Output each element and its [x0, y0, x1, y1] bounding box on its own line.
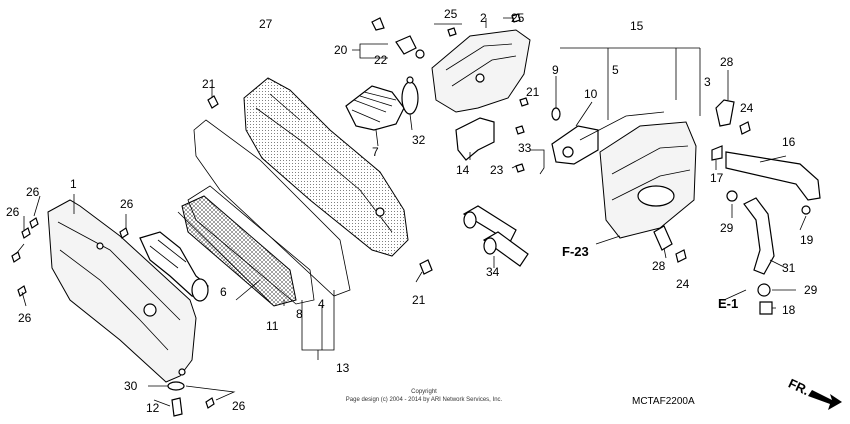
front-arrow-icon: FR. [786, 376, 842, 410]
part-19-clip[interactable] [801, 205, 811, 215]
callout-26[interactable]: 26 [18, 311, 32, 325]
screw-icon [11, 13, 751, 409]
callout-31[interactable]: 31 [782, 261, 796, 275]
callout-26[interactable]: 26 [6, 205, 20, 219]
callout-11[interactable]: 11 [266, 319, 279, 333]
part-6-funnel[interactable] [139, 231, 209, 302]
callout-27[interactable]: 27 [259, 17, 273, 31]
part-17-clip[interactable] [711, 145, 723, 161]
diagram-code: MCTAF2200A [632, 396, 695, 407]
copyright-line-2: Page design (c) 2004 - 2014 by ARI Netwo… [346, 397, 503, 403]
part-18-bolt[interactable] [759, 301, 773, 315]
callout-25[interactable]: 25 [511, 11, 525, 25]
part-14-stay[interactable] [455, 117, 495, 161]
part-29-clamp-b[interactable] [757, 283, 771, 297]
callout-21[interactable]: 21 [526, 85, 540, 99]
callout-2[interactable]: 2 [480, 11, 487, 25]
callout-21[interactable]: 21 [412, 293, 426, 307]
callout-23[interactable]: 23 [490, 163, 504, 177]
callout-25[interactable]: 25 [444, 7, 458, 21]
part-8-gasket[interactable] [187, 185, 315, 305]
part-2-upper-cover[interactable] [431, 29, 531, 113]
callout-22[interactable]: 22 [374, 53, 388, 67]
callout-19[interactable]: 19 [800, 233, 814, 247]
part-16-hose[interactable] [725, 151, 821, 201]
part-29-clamp-a[interactable] [726, 190, 738, 202]
callout-13[interactable]: 13 [336, 361, 350, 375]
callout-24[interactable]: 24 [740, 101, 754, 115]
callout-7[interactable]: 7 [372, 145, 379, 159]
callout-8[interactable]: 8 [296, 307, 303, 321]
part-10-joint[interactable] [551, 125, 599, 165]
callout-26[interactable]: 26 [232, 399, 246, 413]
callout-21[interactable]: 21 [202, 77, 216, 91]
callout-labels: 27 25 2 25 15 20 22 9 5 3 28 21 21 10 24… [6, 7, 818, 415]
callout-9[interactable]: 9 [552, 63, 559, 77]
part-12-drain-plug[interactable] [171, 397, 183, 417]
ref-f23[interactable]: F-23 [562, 244, 589, 259]
part-7-boot[interactable] [345, 85, 405, 131]
callout-30[interactable]: 30 [124, 379, 138, 393]
callout-16[interactable]: 16 [782, 135, 796, 149]
leader-lines [15, 17, 807, 407]
callout-1[interactable]: 1 [70, 177, 77, 191]
callout-29[interactable]: 29 [804, 283, 818, 297]
part-28-clip-upper[interactable] [715, 99, 735, 127]
callout-18[interactable]: 18 [782, 303, 796, 317]
part-32-clamp[interactable] [401, 76, 419, 115]
part-9-o-ring[interactable] [551, 107, 561, 121]
callout-32[interactable]: 32 [412, 133, 426, 147]
front-label: FR. [786, 376, 811, 398]
part-5-valve-body[interactable] [579, 111, 697, 239]
callout-28[interactable]: 28 [720, 55, 734, 69]
callout-10[interactable]: 10 [584, 87, 598, 101]
callout-33[interactable]: 33 [518, 141, 532, 155]
callout-3[interactable]: 3 [704, 75, 711, 89]
part-20-bracket[interactable] [395, 35, 425, 59]
callout-15[interactable]: 15 [630, 19, 644, 33]
ref-e1[interactable]: E-1 [718, 296, 738, 311]
callout-6[interactable]: 6 [220, 285, 227, 299]
part-3-housing[interactable] [243, 77, 409, 257]
callout-5[interactable]: 5 [612, 63, 619, 77]
callout-26[interactable]: 26 [26, 185, 40, 199]
copyright-line-1: Copyright [411, 389, 437, 395]
callout-17[interactable]: 17 [710, 171, 724, 185]
callout-24[interactable]: 24 [676, 277, 690, 291]
part-11-filter-element[interactable] [177, 195, 297, 307]
part-34-tubes[interactable] [462, 205, 529, 267]
part-28-clip-lower[interactable] [653, 225, 673, 251]
callout-12[interactable]: 12 [146, 401, 160, 415]
part-31-hose[interactable] [743, 197, 775, 275]
callout-26[interactable]: 26 [120, 197, 134, 211]
part-30-grommet[interactable] [167, 381, 185, 391]
callout-4[interactable]: 4 [318, 297, 325, 311]
part-4-seal[interactable] [193, 119, 351, 297]
part-1-case-cover[interactable] [47, 199, 197, 383]
callout-29[interactable]: 29 [720, 221, 734, 235]
callout-14[interactable]: 14 [456, 163, 470, 177]
callout-20[interactable]: 20 [334, 43, 348, 57]
callout-34[interactable]: 34 [486, 265, 500, 279]
callout-28[interactable]: 28 [652, 259, 666, 273]
